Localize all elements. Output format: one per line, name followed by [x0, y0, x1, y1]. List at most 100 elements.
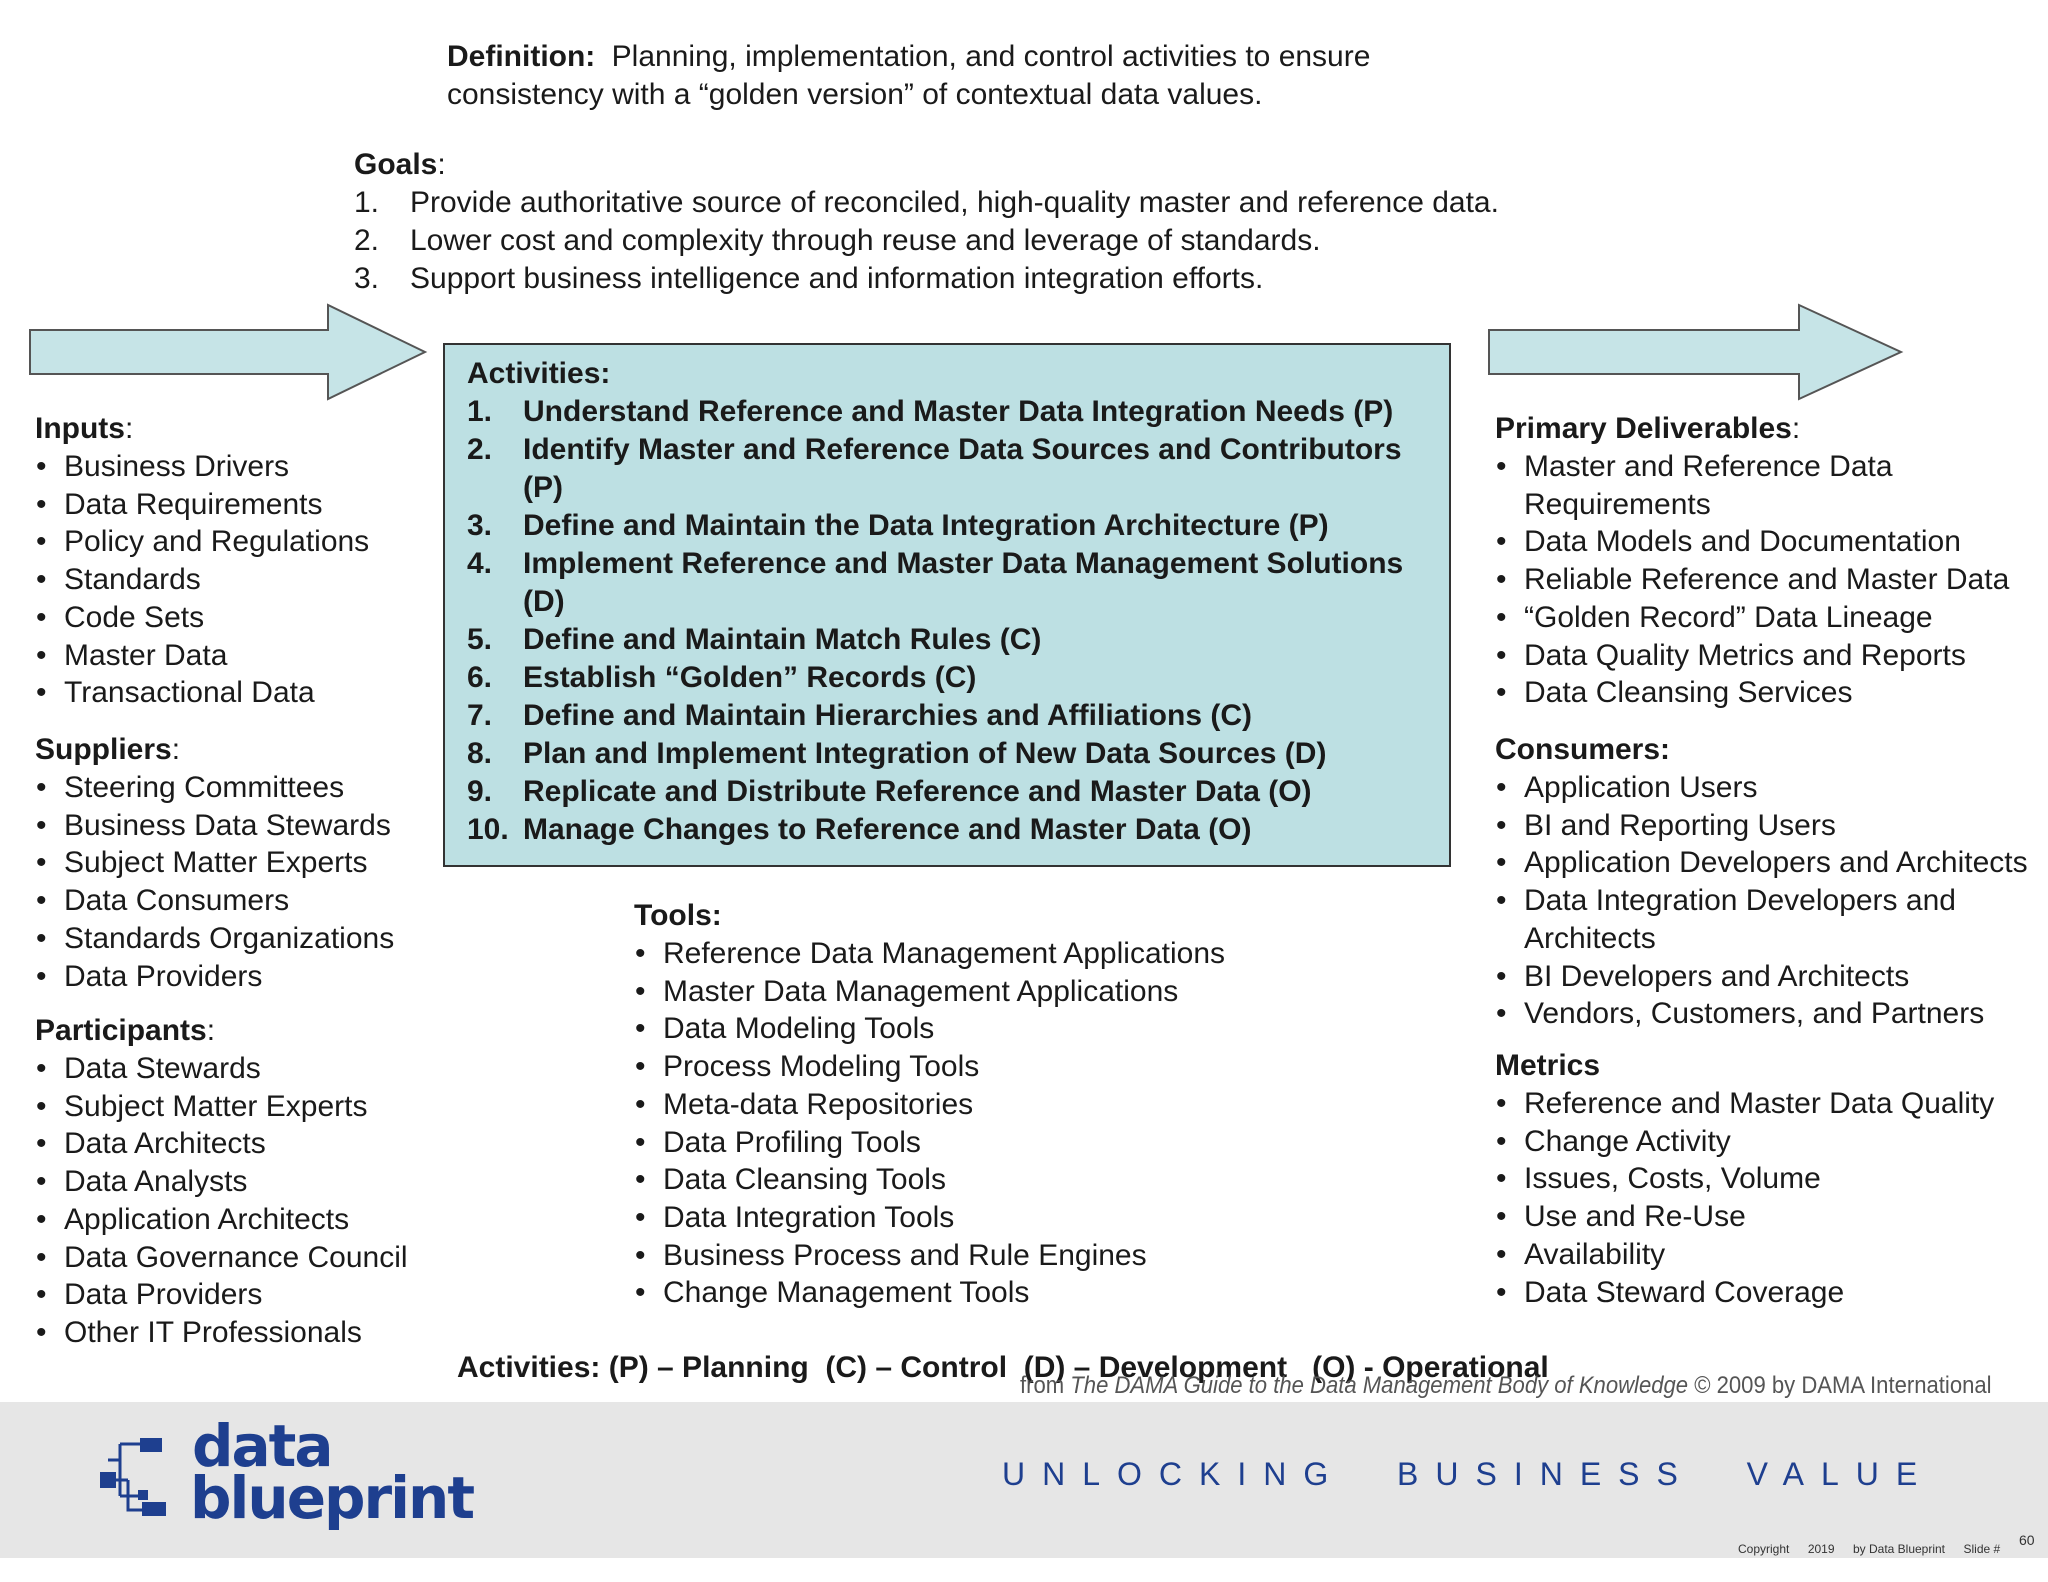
inputs-item: Code Sets	[35, 599, 369, 637]
deliverables-label: Primary Deliverables	[1495, 412, 1792, 445]
goals-section: Goals: 1.Provide authoritative source of…	[354, 146, 1499, 298]
item-number: 1.	[467, 395, 493, 428]
tools-label: Tools:	[634, 899, 722, 932]
slide-label: Slide #	[1963, 1542, 2001, 1556]
tools-list: Reference Data Management ApplicationsMa…	[634, 935, 1225, 1312]
consumers-item: Vendors, Customers, and Partners	[1495, 995, 2028, 1033]
item-number: 10.	[467, 813, 509, 846]
metrics-item: Data Steward Coverage	[1495, 1274, 1994, 1312]
item-number: 6.	[467, 661, 493, 694]
footer-band	[0, 1402, 2048, 1558]
suppliers-label: Suppliers	[35, 733, 172, 766]
inputs-item: Transactional Data	[35, 674, 369, 712]
act-item: 8.Plan and Implement Integration of New …	[467, 735, 1437, 773]
consumers-item: Application Developers and Architects	[1495, 844, 2028, 882]
metrics-list: Reference and Master Data QualityChange …	[1495, 1085, 1994, 1311]
suppliers-item: Data Providers	[35, 958, 394, 996]
goals-label: Goals	[354, 148, 438, 181]
item-text: Define and Maintain Match Rules (C)	[523, 623, 1042, 656]
tools-item: Reference Data Management Applications	[634, 935, 1225, 973]
tools-item: Process Modeling Tools	[634, 1048, 1225, 1086]
tagline: UNLOCKING BUSINESS VALUE	[1002, 1456, 1935, 1492]
tools-item: Change Management Tools	[634, 1274, 1225, 1312]
suppliers-item: Standards Organizations	[35, 920, 394, 958]
source-title: The DAMA Guide to the Data Management Bo…	[1070, 1372, 1689, 1399]
participants-item: Data Stewards	[35, 1050, 408, 1088]
definition: Definition: Planning, implementation, an…	[447, 38, 1370, 76]
consumers-item: Data Integration Developers and	[1495, 882, 2028, 920]
suppliers-item: Data Consumers	[35, 882, 394, 920]
output-arrow-icon	[1488, 303, 1904, 401]
item-number: 9.	[467, 775, 493, 808]
activities-label: Activities:	[467, 357, 611, 390]
source-suffix: © 2009 by DAMA International	[1688, 1372, 1992, 1399]
consumers-item: BI Developers and Architects	[1495, 958, 2028, 996]
tools-section: Tools: Reference Data Management Applica…	[634, 897, 1225, 1312]
act-item: 7.Define and Maintain Hierarchies and Af…	[467, 697, 1437, 735]
act-item: 9. Replicate and Distribute Reference and…	[467, 773, 1437, 811]
item-text: Provide authoritative source of reconcil…	[410, 186, 1499, 219]
suppliers-item: Subject Matter Experts	[35, 844, 394, 882]
consumers-label: Consumers:	[1495, 733, 1671, 766]
suppliers-item: Business Data Stewards	[35, 807, 394, 845]
logo-word-blueprint: blueprint	[190, 1464, 475, 1532]
deliverables-section: Primary Deliverables: Master and Referen…	[1495, 410, 2009, 712]
tools-item: Master Data Management Applications	[634, 973, 1225, 1011]
deliverables-item: Data Models and Documentation	[1495, 523, 2009, 561]
item-text: Establish “Golden” Records (C)	[523, 661, 977, 694]
tools-item: Data Cleansing Tools	[634, 1161, 1225, 1199]
definition-label: Definition:	[447, 40, 596, 73]
metrics-item: Issues, Costs, Volume	[1495, 1160, 1994, 1198]
inputs-item: Data Requirements	[35, 486, 369, 524]
goals-item: 2.Lower cost and complexity through reus…	[354, 222, 1499, 260]
item-text: Define and Maintain Hierarchies and Affi…	[523, 699, 1252, 732]
item-text: Implement Reference and Master Data Mana…	[523, 547, 1404, 618]
item-number: 3.	[467, 509, 493, 542]
item-text: Replicate and Distribute Reference and M…	[523, 775, 1312, 808]
item-text: Support business intelligence and inform…	[410, 262, 1264, 295]
copyright-by: by Data Blueprint	[1852, 1542, 1946, 1556]
item-text: Lower cost and complexity through reuse …	[410, 224, 1321, 257]
metrics-item: Availability	[1495, 1236, 1994, 1274]
item-number: 1.	[354, 186, 380, 219]
tools-item: Data Integration Tools	[634, 1199, 1225, 1237]
participants-section: Participants: Data StewardsSubject Matte…	[35, 1012, 408, 1352]
source-credit: from The DAMA Guide to the Data Manageme…	[1020, 1372, 1992, 1400]
participants-label: Participants	[35, 1014, 207, 1047]
item-number: 4.	[467, 547, 493, 580]
item-number: 3.	[354, 262, 380, 295]
item-text: Identify Master and Reference Data Sourc…	[523, 433, 1402, 504]
item-text: Define and Maintain the Data Integration…	[523, 509, 1329, 542]
inputs-label: Inputs	[35, 412, 125, 445]
source-prefix: from	[1020, 1372, 1071, 1399]
inputs-section: Inputs: Business DriversData Requirement…	[35, 410, 369, 712]
suppliers-list: Steering CommitteesBusiness Data Steward…	[35, 769, 394, 995]
inputs-item: Master Data	[35, 637, 369, 675]
tools-item: Business Process and Rule Engines	[634, 1237, 1225, 1275]
act-item: 6. Establish “Golden” Records (C)	[467, 659, 1437, 697]
consumers-section: Consumers: Application UsersBI and Repor…	[1495, 731, 2028, 1033]
copyright-line: Copyright 2019 by Data Blueprint Slide #	[1738, 1540, 2000, 1558]
item-number: 2.	[467, 433, 493, 466]
participants-list: Data StewardsSubject Matter ExpertsData …	[35, 1050, 408, 1352]
participants-item: Data Providers	[35, 1276, 408, 1314]
act-item: 3. Define and Maintain the Data Integrati…	[467, 507, 1437, 545]
metrics-item: Reference and Master Data Quality	[1495, 1085, 1994, 1123]
deliverables-item: Data Cleansing Services	[1495, 674, 2009, 712]
item-text: Manage Changes to Reference and Master D…	[523, 813, 1252, 846]
activities-list: 1.Understand Reference and Master Data I…	[467, 393, 1437, 849]
metrics-label: Metrics	[1495, 1049, 1601, 1082]
consumers-item: Architects	[1524, 921, 1656, 955]
goals-list: 1. Provide authoritative source of reconc…	[354, 184, 1499, 298]
logo-word-data: data	[192, 1412, 334, 1480]
act-item: 10. Manage Changes to Reference and Maste…	[467, 811, 1437, 849]
copyright-label: Copyright	[1738, 1542, 1790, 1556]
logo: data blueprint	[100, 1416, 480, 1540]
participants-item: Data Architects	[35, 1125, 408, 1163]
goals-item: 1. Provide authoritative source of reconc…	[354, 184, 1499, 222]
inputs-list: Business DriversData RequirementsPolicy …	[35, 448, 369, 712]
act-item: 2. Identify Master and Reference Data Sou…	[467, 431, 1437, 507]
consumers-item: BI and Reporting Users	[1495, 807, 2028, 845]
definition-line2: consistency with a “golden version” of c…	[447, 78, 1263, 111]
deliverables-item: Data Quality Metrics and Reports	[1495, 637, 2009, 675]
